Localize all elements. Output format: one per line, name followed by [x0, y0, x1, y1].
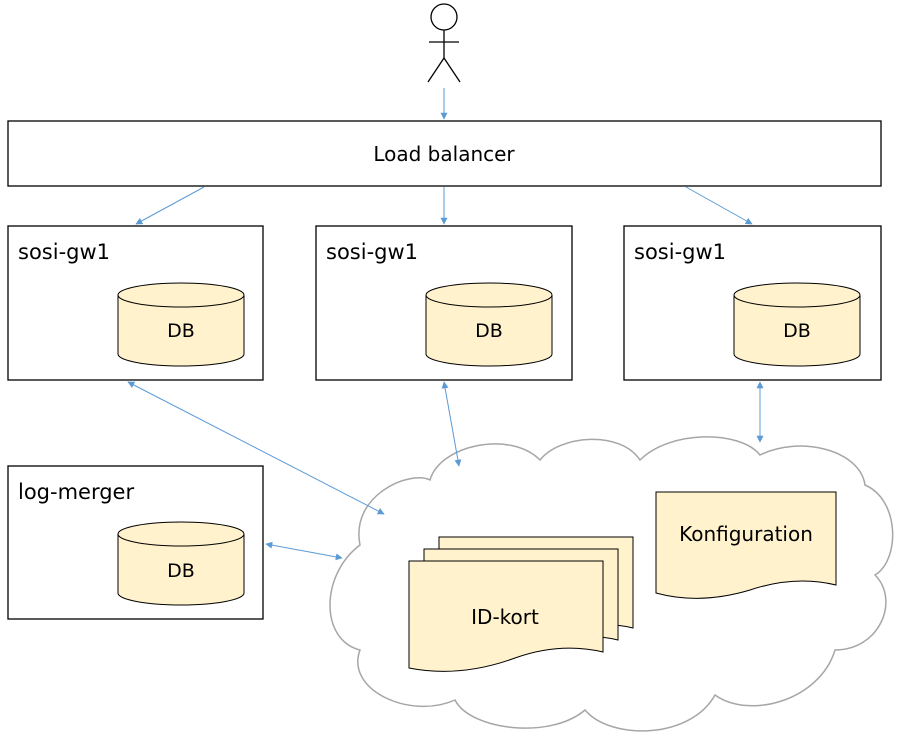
- stick-figure-user-icon: [427, 3, 461, 83]
- lb-to-gw3-arrow: [685, 186, 753, 225]
- log-merger-title: log-merger: [18, 480, 134, 504]
- connectors: [127, 88, 764, 561]
- database-icon: [425, 282, 553, 367]
- configuration-document-icon: [655, 491, 837, 599]
- gateway-node: sosi-gw1 DB: [7, 225, 264, 381]
- database-label: DB: [475, 320, 503, 342]
- gateway-node: sosi-gw1 DB: [623, 225, 882, 381]
- database-icon: [117, 521, 245, 606]
- log-merger-node: log-merger DB: [7, 465, 264, 620]
- database-label: DB: [167, 560, 195, 582]
- gw2-cloud-arrow: [441, 381, 462, 467]
- id-card-documents-icon: [408, 536, 634, 672]
- database-label: DB: [783, 320, 811, 342]
- gateway-node: sosi-gw1 DB: [315, 225, 573, 381]
- gateway-title: sosi-gw1: [326, 240, 418, 264]
- database-icon: [733, 282, 861, 367]
- lb-to-gw1-arrow: [135, 186, 205, 225]
- gateway-title: sosi-gw1: [18, 240, 110, 264]
- log-merger-cloud-arrow: [265, 541, 343, 561]
- database-label: DB: [167, 320, 195, 342]
- gw1-cloud-arrow: [127, 381, 385, 515]
- gateway-title: sosi-gw1: [634, 240, 726, 264]
- id-card-label: ID-kort: [471, 605, 539, 629]
- load-balancer-label: Load balancer: [373, 142, 515, 166]
- database-icon: [117, 282, 245, 367]
- load-balancer-box: [7, 120, 882, 187]
- configuration-label: Konfiguration: [679, 522, 813, 546]
